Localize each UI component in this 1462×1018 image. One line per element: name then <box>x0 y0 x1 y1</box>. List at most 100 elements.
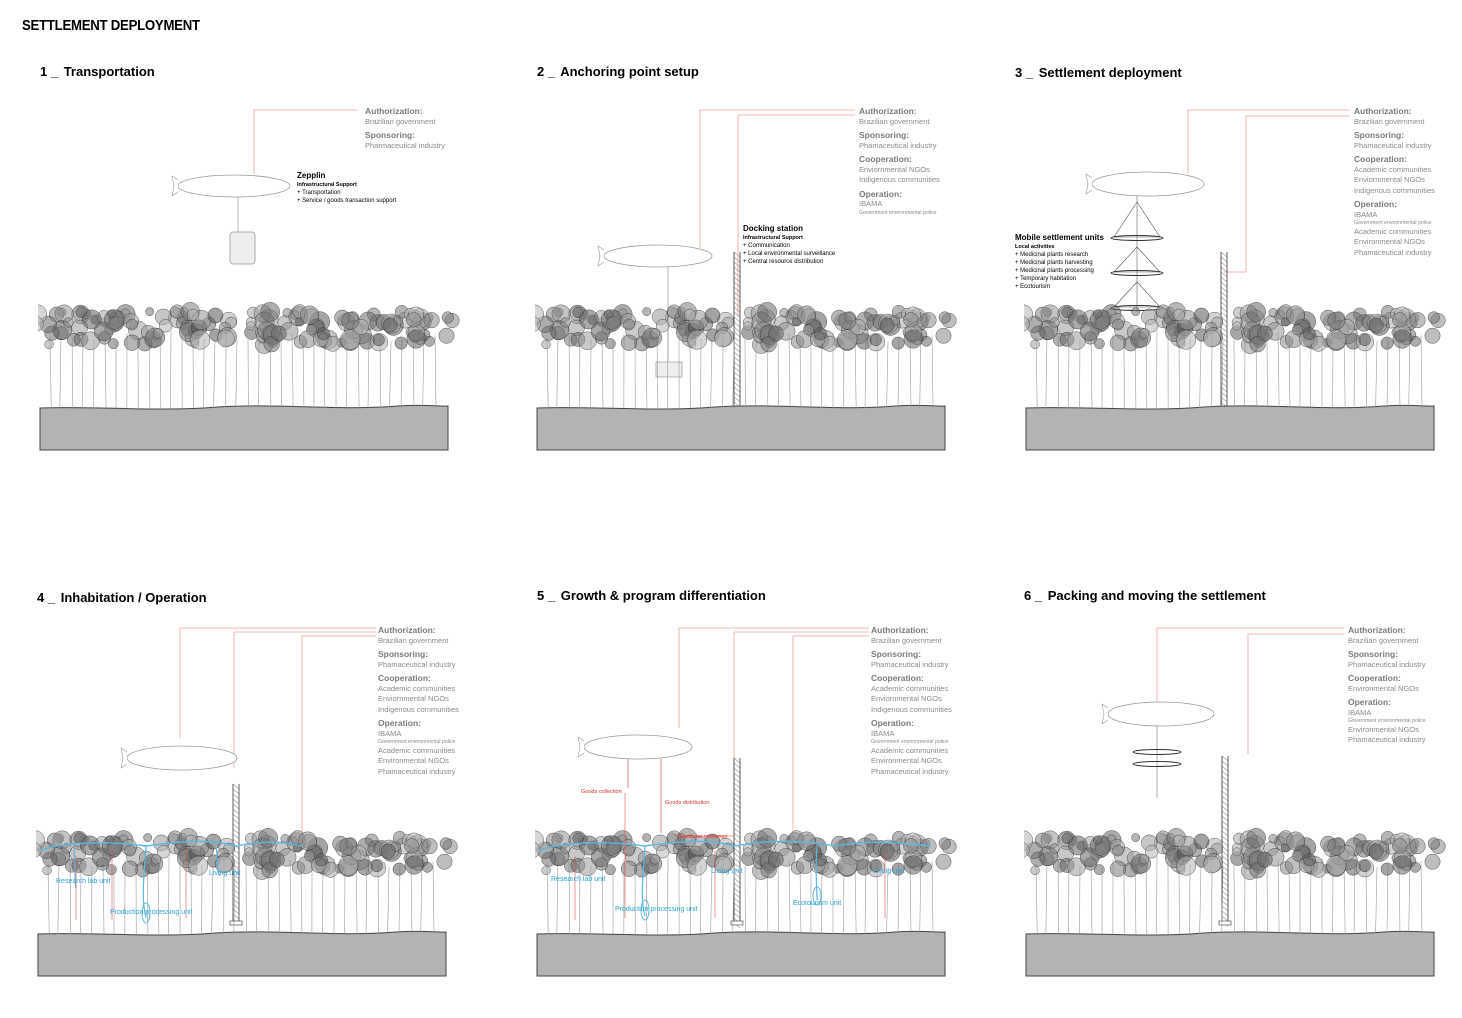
info-group-item: Brazilian government <box>859 117 940 128</box>
zeppelin-icon <box>127 746 237 770</box>
forest <box>535 302 956 450</box>
forest <box>36 828 457 976</box>
info-group-item: Government environmental police <box>859 210 940 217</box>
info-group: Authorization:Brazilian government <box>1348 625 1426 646</box>
info-group-label: Operation: <box>1348 697 1426 708</box>
info-group-item: Brazilian government <box>871 636 952 647</box>
docking-tower <box>731 252 743 412</box>
info-group-label: Sponsoring: <box>1348 649 1426 660</box>
info-group-item: Academic communities <box>378 684 459 695</box>
info-group-label: Operation: <box>871 718 952 729</box>
info-group-label: Operation: <box>378 718 459 729</box>
info-group-item: Brazilian government <box>378 636 459 647</box>
element-item: + Service / goods transaction support <box>297 197 396 205</box>
info-group-label: Sponsoring: <box>378 649 459 660</box>
element-item: + Local environmental surveillance <box>743 250 835 258</box>
research-lab-unit-label: Research lab unit <box>551 876 605 883</box>
info-group-label: Authorization: <box>1348 625 1426 636</box>
info-group-item: IBAMA <box>859 199 940 210</box>
info-group-label: Cooperation: <box>1348 673 1426 684</box>
forest <box>535 828 956 976</box>
element-item: + Medicinal plants harvesting <box>1015 259 1104 267</box>
forest <box>1024 302 1445 450</box>
info-group-item: Brazilian government <box>365 117 445 128</box>
info-group-label: Authorization: <box>378 625 459 636</box>
info-group-label: Operation: <box>1354 199 1435 210</box>
info-group-label: Authorization: <box>365 106 445 117</box>
zeppelin-icon <box>1092 172 1204 196</box>
panel-transportation: 1 _ Transportation Authorization:Brazili… <box>38 62 478 492</box>
info-group-item: Phamaceutical industry <box>871 767 952 778</box>
docking-tower <box>230 784 242 925</box>
research-lab-unit-label: Research lab unit <box>56 878 110 885</box>
info-group-label: Authorization: <box>859 106 940 117</box>
element-item: + Central resource distribution <box>743 258 835 266</box>
element-item: + Communication <box>743 242 835 250</box>
zeppelin-icon <box>1108 702 1214 726</box>
zeppelin-icon <box>604 245 712 267</box>
info-group-label: Sponsoring: <box>859 130 940 141</box>
living-unit-label: Living unit <box>209 870 241 877</box>
panel-anchoring: 2 _ Anchoring point setup Authorization:… <box>535 62 975 492</box>
ecotourism-unit-label: Ecotourism unit <box>793 900 841 907</box>
info-group-item: Environmental NGOs <box>1354 237 1435 248</box>
info-group: Sponsoring:Phamaceutical industry <box>378 649 459 670</box>
info-group: Authorization:Brazilian government <box>365 106 445 127</box>
info-group-item: Government environmental police <box>871 739 952 746</box>
info-group-item: Phamaceutical industry <box>1354 141 1435 152</box>
info-group-item: Indigenous communities <box>871 705 952 716</box>
info-group-item: Phamaceutical industry <box>859 141 940 152</box>
info-group-item: Enviornmental NGOs <box>378 694 459 705</box>
info-group-item: Enviornmental NGOs <box>859 165 940 176</box>
goods-collection-label: Goods collection <box>581 789 622 795</box>
info-group-item: Government environmental police <box>1354 220 1435 227</box>
goods-distribution-label: Goods distribution <box>665 800 709 806</box>
info-group-label: Cooperation: <box>378 673 459 684</box>
info-group: Sponsoring:Phamaceutical industry <box>1354 130 1435 151</box>
leader-line <box>254 110 358 174</box>
info-group-item: Academic communities <box>1354 165 1435 176</box>
info-group-item: Phamaceutical industry <box>378 660 459 671</box>
info-group-item: Environmental NGOs <box>871 756 952 767</box>
info-group-item: Government environmental police <box>1348 718 1426 725</box>
zeppelin-icon <box>584 735 692 759</box>
info-group-label: Operation: <box>859 189 940 200</box>
info-group-item: IBAMA <box>871 729 952 740</box>
info-group-label: Cooperation: <box>859 154 940 165</box>
living-unit-label: Living unit <box>711 868 743 875</box>
info-group-item: IBAMA <box>1354 210 1435 221</box>
info-group: Authorization:Brazilian government <box>378 625 459 646</box>
info-group: Authorization:Brazilian government <box>871 625 952 646</box>
info-group-item: Phamaceutical industry <box>1354 248 1435 259</box>
info-group-label: Sponsoring: <box>871 649 952 660</box>
info-group-label: Authorization: <box>1354 106 1435 117</box>
info-group: Authorization:Brazilian government <box>1354 106 1435 127</box>
zepplin-label: Zepplin Infrastructural Support + Transp… <box>297 171 396 205</box>
element-item: + Temporary habitation <box>1015 275 1104 283</box>
mobile-units-label: Mobile settlement units Local activities… <box>1015 233 1104 291</box>
page-title: SETTLEMENT DEPLOYMENT <box>22 17 200 34</box>
info-group-item: Brazilian government <box>1348 636 1426 647</box>
docking-station-label: Docking station Infrastructural Support … <box>743 224 835 266</box>
info-group-item: Government environmental police <box>378 739 459 746</box>
forest <box>1024 828 1445 976</box>
panel-inhabitation: 4 _ Inhabitation / Operation Authorizati… <box>36 588 476 1018</box>
info-group-item: Indigenous communities <box>859 175 940 186</box>
info-group-item: Enviornmental NGOs <box>1354 175 1435 186</box>
info-group-item: IBAMA <box>378 729 459 740</box>
info-group: Sponsoring:Phamaceutical industry <box>871 649 952 670</box>
element-item: + Transportation <box>297 189 396 197</box>
info-group-label: Sponsoring: <box>1354 130 1435 141</box>
mobile-units-stack <box>1111 196 1163 312</box>
info-group: Sponsoring:Phamaceutical industry <box>859 130 940 151</box>
